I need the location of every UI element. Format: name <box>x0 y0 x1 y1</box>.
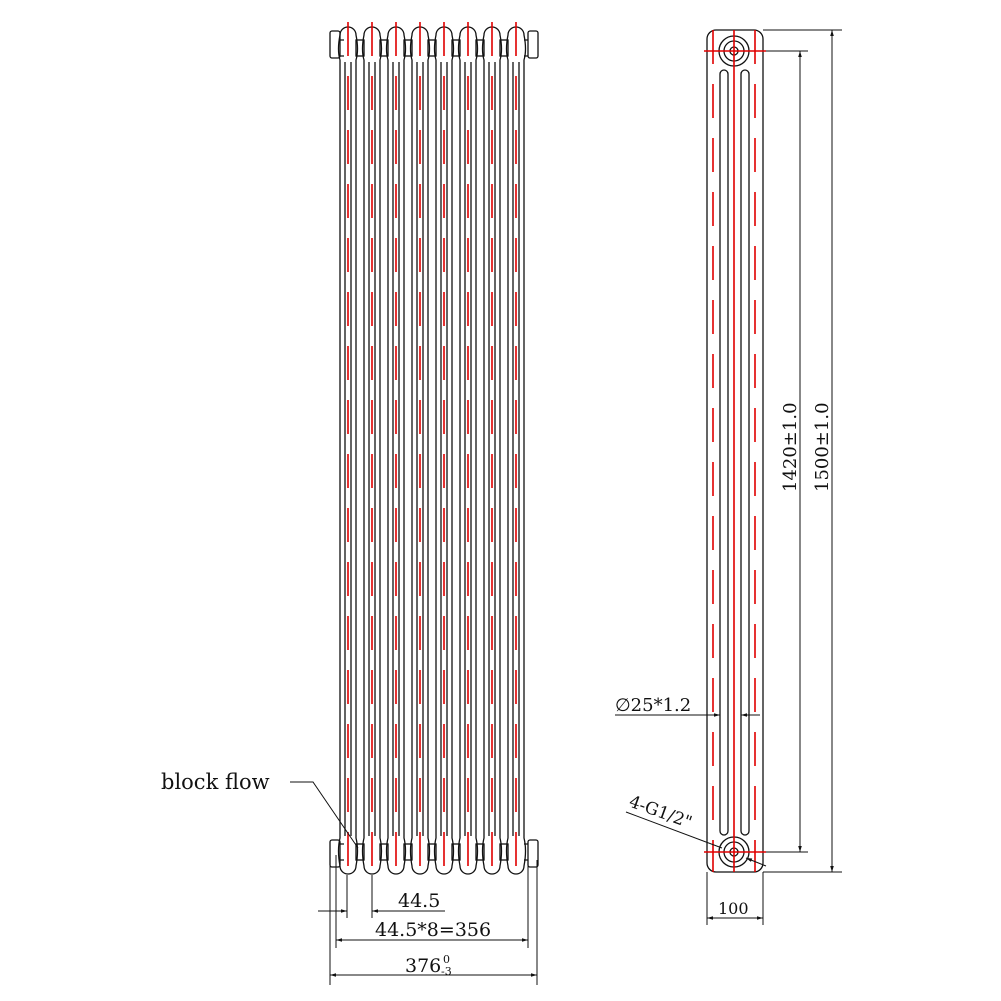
end-plug <box>329 839 341 868</box>
header-nipple <box>499 843 509 861</box>
radiator-column <box>385 26 407 875</box>
column-tube <box>392 62 400 836</box>
header-nipple <box>403 39 413 57</box>
column-tube <box>344 62 352 836</box>
dim-centers-height: 1420±1.0 <box>780 402 801 492</box>
header-nipple <box>451 843 461 861</box>
dim-pitch: 44.5 <box>398 890 440 912</box>
radiator-column <box>457 26 479 875</box>
column-tube <box>512 62 520 836</box>
radiator-column <box>409 26 431 875</box>
header-nipple <box>475 843 485 861</box>
header-line <box>340 39 528 861</box>
column-tube <box>464 62 472 836</box>
radiator-column <box>481 26 503 875</box>
end-plug <box>329 30 341 59</box>
dim-centers: 44.5*8=356 <box>375 919 491 941</box>
dim-total-tol-upper: 0 <box>443 953 450 966</box>
column-tube <box>488 62 496 836</box>
header-nipple <box>379 39 389 57</box>
header-nipple <box>499 39 509 57</box>
header-nipple <box>475 39 485 57</box>
column-tube <box>368 62 376 836</box>
dim-total: 376 <box>405 955 441 977</box>
front-view <box>329 22 539 878</box>
header-nipple <box>379 843 389 861</box>
dim-depth: 100 <box>718 899 749 918</box>
radiator-column <box>361 26 383 875</box>
header-nipple <box>427 843 437 861</box>
radiator-column <box>505 26 527 875</box>
header-nipple <box>403 843 413 861</box>
header-nipple <box>451 39 461 57</box>
block-flow-label: block flow <box>161 770 270 794</box>
column-tube <box>440 62 448 836</box>
radiator-column <box>433 26 455 875</box>
end-plug <box>527 30 539 59</box>
dim-total-height: 1500±1.0 <box>812 402 833 492</box>
front-dimensions: block flow 44.5 44.5*8=356 376 0 -3 <box>161 770 538 985</box>
column-tube <box>416 62 424 836</box>
side-view: 1420±1.0 1500±1.0 ∅25*1.2 4-G1/2" 100 <box>615 29 842 925</box>
header-nipple <box>355 843 365 861</box>
end-plug <box>527 839 539 868</box>
header-nipple <box>427 39 437 57</box>
header-nipple <box>355 39 365 57</box>
dim-total-tol-lower: -3 <box>441 965 452 978</box>
dim-thread: 4-G1/2" <box>626 792 694 833</box>
dim-tube: ∅25*1.2 <box>615 695 691 716</box>
radiator-column <box>337 26 359 875</box>
